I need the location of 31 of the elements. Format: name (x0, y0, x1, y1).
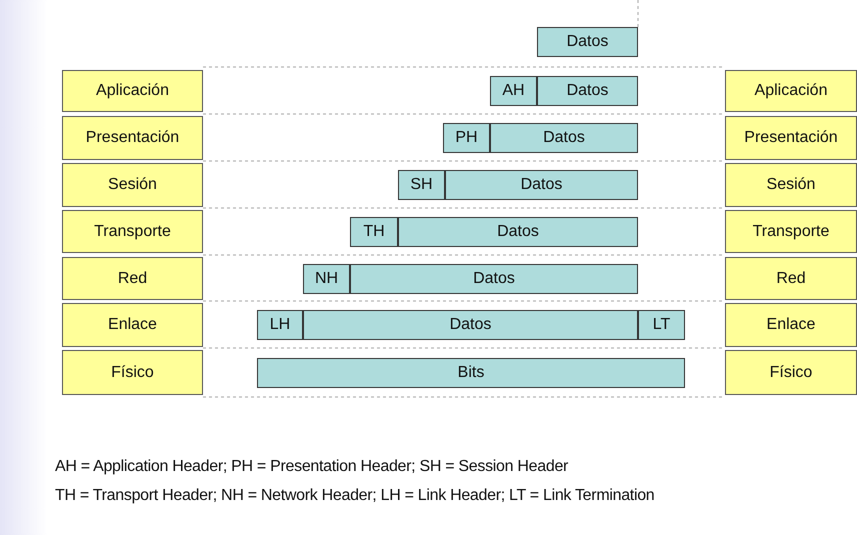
layer-box: Transporte (725, 210, 857, 253)
header-block: AH (490, 76, 537, 106)
header-block: LH (257, 310, 303, 340)
layer-box: Físico (62, 350, 203, 395)
layer-box: Físico (725, 350, 857, 395)
header-block: SH (398, 170, 445, 200)
data-block: Datos (398, 216, 638, 246)
layer-box: Enlace (62, 303, 203, 347)
layer-box: Transporte (62, 210, 203, 253)
layer-box: Red (62, 257, 203, 300)
header-block: NH (303, 264, 350, 294)
layer-box: Enlace (725, 303, 857, 347)
data-block: Datos (445, 170, 638, 200)
data-block: Datos (537, 76, 638, 106)
header-block: TH (350, 216, 398, 246)
legend-text: AH = Application Header; PH = Presentation Header; SH = Session Header (55, 458, 568, 476)
data-block: Datos (303, 310, 638, 340)
layer-box: Red (725, 257, 857, 300)
layer-box: Aplicación (62, 70, 203, 112)
bits-block: Bits (257, 358, 685, 388)
layer-box: Presentación (725, 116, 857, 160)
header-block: PH (443, 123, 490, 153)
data-block: Datos (350, 264, 638, 294)
layer-box: Aplicación (725, 70, 857, 112)
trailer-block: LT (638, 310, 685, 340)
layer-box: Presentación (62, 116, 203, 160)
legend-text: TH = Transport Header; NH = Network Header; LH = Link Header; LT = Link Termination (55, 487, 654, 505)
data-block: Datos (537, 27, 638, 57)
layer-box: Sesión (62, 163, 203, 207)
data-block: Datos (490, 123, 638, 153)
layer-box: Sesión (725, 163, 857, 207)
